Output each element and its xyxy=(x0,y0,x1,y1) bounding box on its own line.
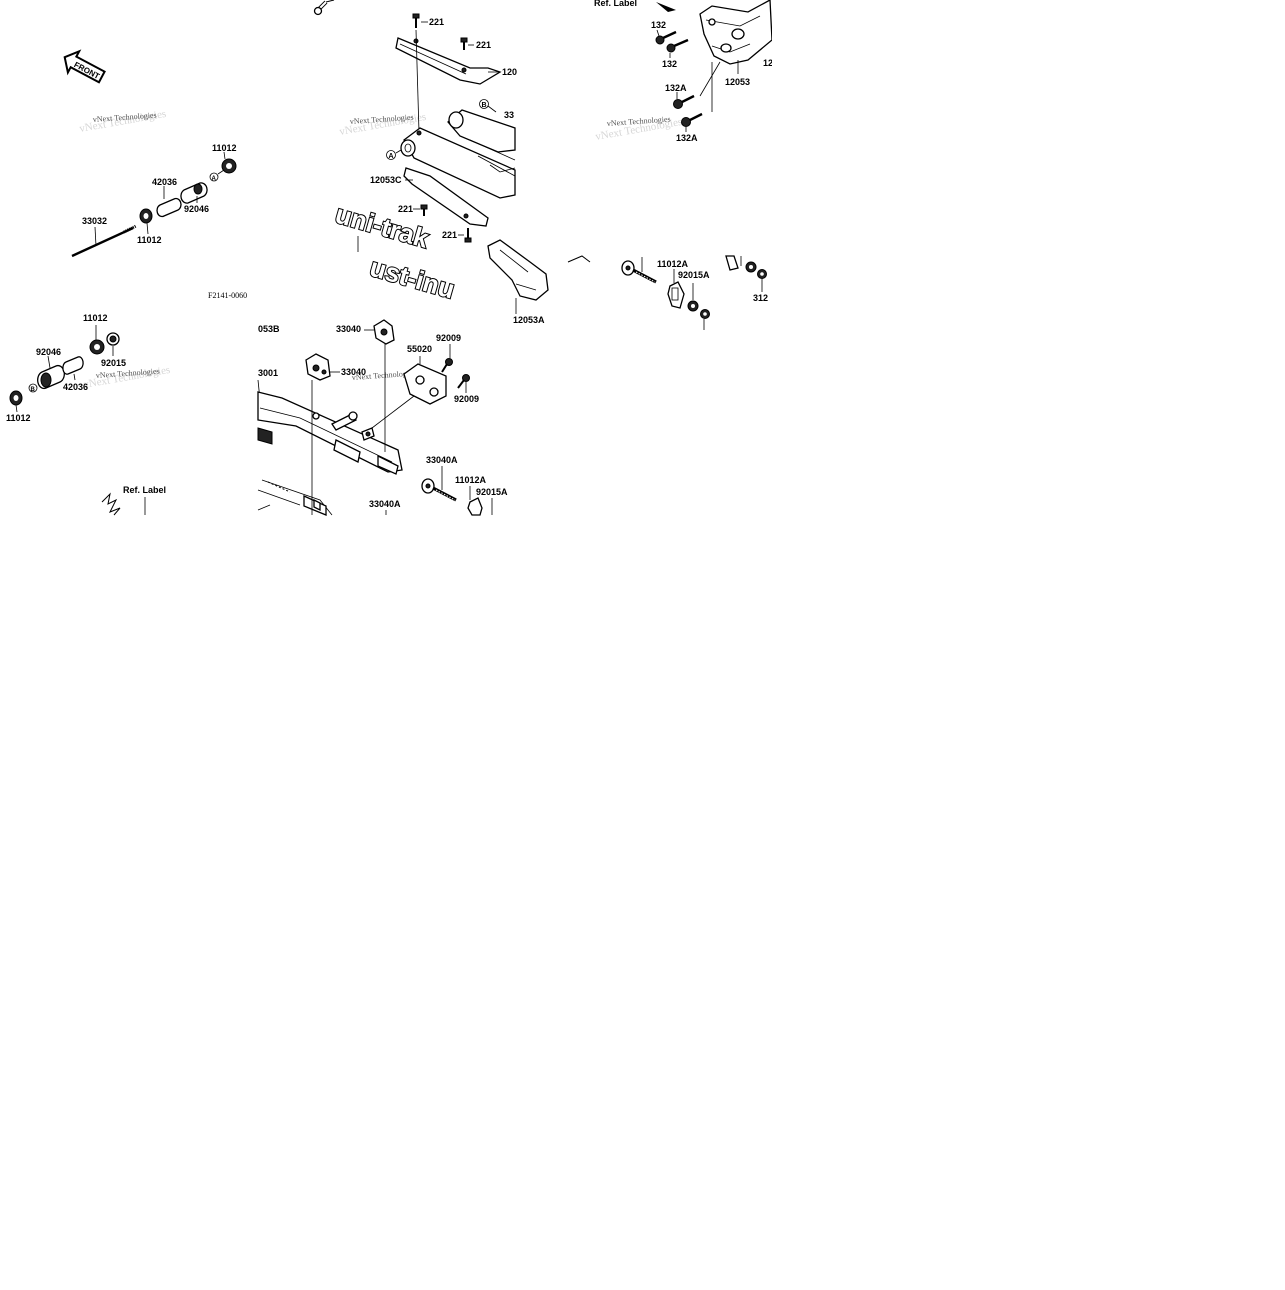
chain-slider-12053a xyxy=(487,239,549,301)
label-120: 120 xyxy=(502,67,517,77)
label-42036: 42036 xyxy=(152,177,177,187)
marker-b xyxy=(28,383,38,393)
label-92046: 92046 xyxy=(184,204,209,214)
collar-42036 xyxy=(62,356,84,375)
adjuster-33040-top xyxy=(373,319,395,345)
bolt-132a-a xyxy=(673,94,695,109)
label-11012: 11012 xyxy=(6,413,31,423)
label-33032: 33032 xyxy=(82,216,107,226)
svg-text:B: B xyxy=(31,387,36,393)
crop-mask xyxy=(516,150,566,236)
ref-label: Ref. Label xyxy=(123,485,166,495)
crop-mask xyxy=(516,330,772,516)
figure-code: F2141-0060 xyxy=(208,291,247,300)
chain-guard-12053c xyxy=(403,167,489,227)
adjuster-block-92015a xyxy=(667,281,685,309)
label-33040: 33040 xyxy=(336,324,361,334)
marker-a: A xyxy=(389,153,394,160)
label-92015a: 92015A xyxy=(476,487,508,497)
bolt-221-a xyxy=(412,13,420,28)
label-12: 12 xyxy=(763,58,773,68)
label-11012a: 11012A xyxy=(657,259,689,269)
pivot-shaft-33032 xyxy=(71,226,134,258)
label-42036: 42036 xyxy=(63,382,88,392)
label-11012: 11012 xyxy=(212,143,237,153)
label-12053c: 12053C xyxy=(370,175,402,185)
label-92015a: 92015A xyxy=(678,270,710,280)
chain-adjuster-top-right: Ref. Label 12053 12 132 132 132A xyxy=(567,0,773,343)
label-11012: 11012 xyxy=(137,235,162,245)
label-3001: 3001 xyxy=(258,368,278,378)
label-12053: 12053 xyxy=(725,77,750,87)
label-132a: 132A xyxy=(676,133,698,143)
label-33040: 33040 xyxy=(341,367,366,377)
label-132: 132 xyxy=(662,59,677,69)
label-55020: 55020 xyxy=(407,344,432,354)
svg-text:A: A xyxy=(212,176,217,182)
swingarm-crossmember xyxy=(447,109,516,153)
bolt-92009-b xyxy=(457,374,470,389)
label-12053a: 12053A xyxy=(513,315,545,325)
label-33: 33 xyxy=(504,110,514,120)
marker-a xyxy=(209,172,219,182)
crop-mask xyxy=(0,516,1285,1285)
label-92009: 92009 xyxy=(436,333,461,343)
collar-42036 xyxy=(156,197,182,218)
bolt-221-c xyxy=(420,204,428,216)
marker-b: B xyxy=(482,102,487,109)
bolt-92009-a xyxy=(441,358,453,373)
bolt-132a-b xyxy=(681,112,703,127)
watermark: vNext Technologies xyxy=(96,367,160,380)
label-92009: 92009 xyxy=(454,394,479,404)
swingarm-assembly-bottom: 053B 3001 33040 3304 xyxy=(257,319,508,516)
label-221: 221 xyxy=(398,204,413,214)
bolt-221-b xyxy=(460,37,468,50)
ref-label-bottom: Ref. Label xyxy=(101,485,166,516)
watermark: vNext Technologies xyxy=(350,113,414,126)
watermark: vNext Technologies xyxy=(93,111,157,124)
adjuster-33040-bottom xyxy=(305,353,331,381)
label-132a: 132A xyxy=(665,83,687,93)
plate-55020 xyxy=(403,363,447,405)
bolt-221-d xyxy=(464,228,472,243)
watermark: vNext Technologies xyxy=(607,115,671,128)
bolt-132-a xyxy=(655,30,677,45)
bolt-132-b xyxy=(666,38,689,53)
label-11012a: 11012A xyxy=(455,475,487,485)
label-221: 221 xyxy=(476,40,491,50)
label-132: 132 xyxy=(651,20,666,30)
label-11012: 11012 xyxy=(83,313,108,323)
ref-label: Ref. Label xyxy=(594,0,637,8)
label-221: 221 xyxy=(429,17,444,27)
label-221: 221 xyxy=(442,230,457,240)
pivot-shaft-assembly: A 42036 92046 11012 11012 33032 xyxy=(71,143,237,258)
label-92046: 92046 xyxy=(36,347,61,357)
label-33040a: 33040A xyxy=(426,455,458,465)
pivot-bearing-assembly: 11012 B 92046 42036 11012 92015 xyxy=(6,313,126,423)
label-312: 312 xyxy=(753,293,768,303)
swingarm-left-beam xyxy=(403,127,516,199)
watermark: vNext Technologies xyxy=(352,369,416,382)
adjuster-bolt-33040a xyxy=(421,478,457,502)
label-33040a: 33040A xyxy=(369,499,401,509)
label-053b: 053B xyxy=(258,324,280,334)
adjuster-bolt-11012a xyxy=(621,260,657,284)
chain-guard-upper xyxy=(395,37,502,85)
label-92015: 92015 xyxy=(101,358,126,368)
